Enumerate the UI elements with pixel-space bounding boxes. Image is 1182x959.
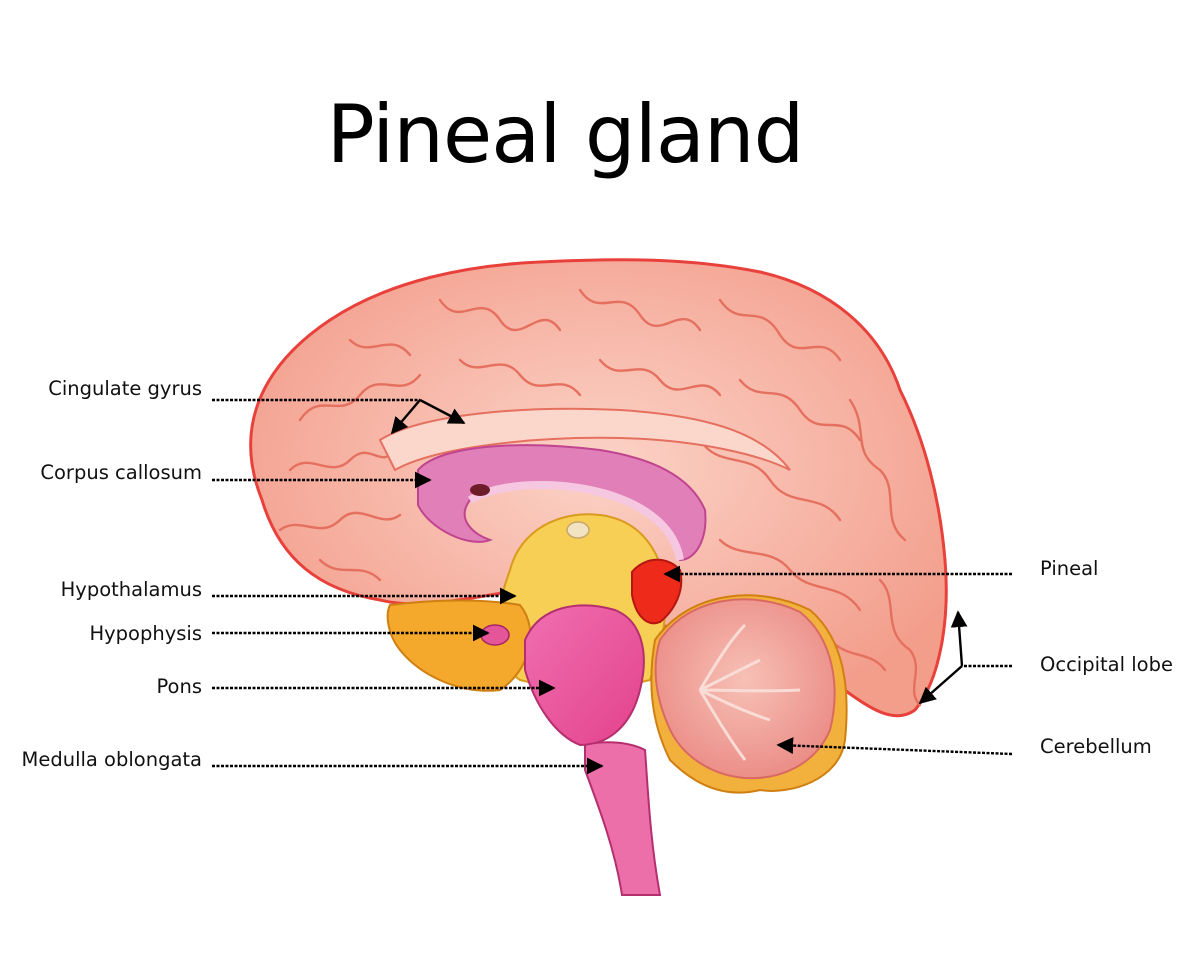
- medulla-oblongata: [584, 741, 662, 896]
- pons: [524, 604, 645, 747]
- interthalamic-adhesion: [566, 521, 590, 539]
- label-corpus-callosum: Corpus callosum: [40, 461, 202, 484]
- arbor-vitae: [698, 623, 801, 761]
- label-pineal: Pineal: [1040, 557, 1099, 580]
- temporal-lobe: [386, 599, 532, 692]
- label-medulla-oblongata: Medulla oblongata: [21, 748, 202, 771]
- ventricle-opening: [470, 484, 490, 496]
- label-cingulate-gyrus: Cingulate gyrus: [48, 377, 202, 400]
- fornix: [467, 480, 684, 561]
- page-title: Pineal gland: [326, 88, 805, 181]
- hypophysis-gland: [480, 624, 510, 646]
- cingulate-gyrus: [378, 407, 791, 472]
- cerebellum: [654, 598, 836, 780]
- label-hypothalamus: Hypothalamus: [60, 578, 202, 601]
- label-occipital-lobe: Occipital lobe: [1040, 653, 1173, 676]
- label-pons: Pons: [156, 675, 202, 698]
- label-pointers: [212, 398, 1013, 775]
- gyri-folds: [278, 288, 922, 707]
- label-cerebellum: Cerebellum: [1040, 735, 1152, 758]
- label-hypophysis: Hypophysis: [89, 622, 202, 645]
